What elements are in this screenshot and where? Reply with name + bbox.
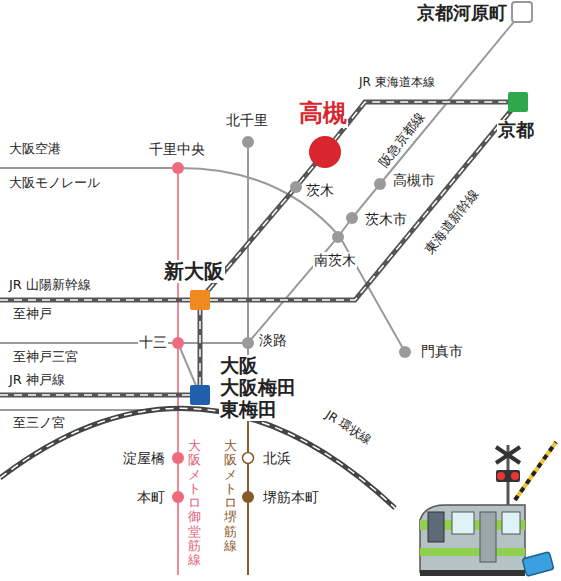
jr-lines — [0, 102, 518, 395]
station-label: JR 東海道本線 — [358, 76, 436, 90]
station-label: 至神戸 — [12, 307, 53, 322]
station-label: 至神戸三宮 — [12, 350, 79, 365]
station-label: JR 山陽新幹線 — [8, 278, 92, 293]
station-label: 高槻市 — [392, 172, 436, 188]
station-label: 大阪梅田 — [219, 377, 297, 399]
station-label: 高槻 — [298, 100, 348, 128]
stations — [172, 2, 532, 503]
midosuji-line — [177, 168, 179, 575]
station-label: 淀屋橋 — [122, 450, 166, 466]
station-label: 本町 — [136, 489, 166, 505]
station-label: 北千里 — [225, 112, 269, 128]
station-label: 東梅田 — [219, 399, 278, 421]
line-name: 大阪メトロ御堂筋線 — [188, 438, 201, 569]
station-label: 大阪 — [219, 355, 259, 377]
station-label: 新大阪 — [163, 260, 225, 283]
station-label: 大阪モノレール — [8, 176, 101, 191]
station-label: 堺筋本町 — [262, 489, 320, 505]
station-label: 千里中央 — [148, 141, 206, 157]
hankyu-line — [0, 12, 522, 343]
station-label: JR 神戸線 — [8, 373, 66, 388]
station-label: 茨木 — [305, 182, 335, 198]
station-label: 東海道新幹線 — [421, 186, 482, 258]
hankyu-kobe-line — [0, 343, 200, 410]
train-illustration — [420, 442, 556, 576]
station-label: 茨木市 — [364, 211, 408, 227]
station-label: 阪急京都線 — [375, 109, 428, 171]
station-label: 南茨木 — [313, 252, 357, 268]
station-label: 京都 — [497, 120, 535, 141]
station-label: 大阪空港 — [8, 142, 62, 157]
station-label: JR 環状線 — [322, 408, 375, 448]
station-label: 淡路 — [258, 332, 288, 348]
station-label: 十三 — [138, 334, 168, 350]
station-label: 至三ノ宮 — [12, 416, 66, 431]
station-label: 門真市 — [420, 343, 464, 359]
station-label: 京都河原町 — [416, 3, 508, 24]
station-label: 北浜 — [262, 450, 292, 466]
line-name: 大阪メトロ堺筋線 — [224, 438, 237, 554]
